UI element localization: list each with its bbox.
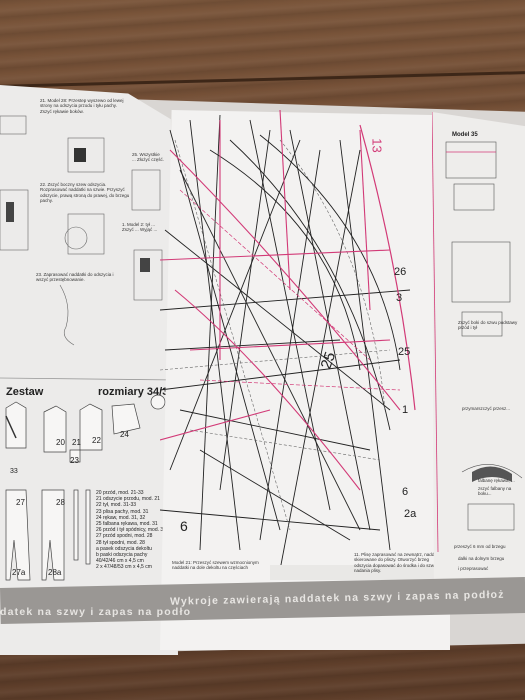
instruction-1: 1. Model 2: tył ... Zszyć ... Wyjąć ... bbox=[122, 222, 158, 233]
instruction-25: 25. Wszystkie ... Złożyć część. bbox=[132, 152, 165, 163]
part-number: 21 bbox=[72, 438, 81, 447]
legend-item: 22 tył, mod. 31-33 bbox=[96, 502, 137, 509]
part-sketch bbox=[85, 489, 91, 565]
instruction-thumb bbox=[451, 241, 511, 303]
right-note: i przeprasować bbox=[458, 566, 489, 571]
piece-number: 6 bbox=[180, 518, 188, 534]
legend-item: a pasek odszycia dekoltu bbox=[96, 545, 152, 552]
legend-item: 20 przód, mod. 21-33 bbox=[96, 490, 144, 496]
instruction-11: 11. Plisę zaprasować na zewnątrz, naddat… bbox=[354, 552, 442, 574]
model-label: Model 35 bbox=[452, 132, 478, 138]
part-sketch bbox=[150, 394, 166, 410]
pattern-sheet bbox=[160, 110, 450, 650]
part-sketch bbox=[73, 489, 79, 561]
part-sketch bbox=[5, 489, 31, 581]
part-sketch bbox=[43, 405, 67, 453]
part-sketch bbox=[69, 449, 81, 463]
part-number: 27a bbox=[12, 568, 26, 577]
instruction-thumb bbox=[59, 284, 75, 346]
legend-item: b paski odszycia pachy bbox=[96, 552, 148, 559]
piece-number: 1 bbox=[402, 404, 409, 416]
right-note: przeszyć 6 mm od brzegu bbox=[454, 544, 506, 549]
part-number: 33 bbox=[10, 468, 18, 475]
legend-item: 27 przód spodni, mod. 28 bbox=[96, 533, 153, 540]
right-note: dalki na dolnym brzegu bbox=[458, 556, 505, 561]
part-number: 22 bbox=[92, 436, 101, 445]
legend-item: 40/42/46 cm x 4,5 cm bbox=[96, 558, 144, 565]
parts-legend: 20 przód, mod. 21-33 21 odszycie przodu,… bbox=[96, 490, 174, 571]
band-text-left: datek na szwy i zapas na podło bbox=[0, 606, 192, 618]
legend-item: 25 falbana rękawa, mod. 31 bbox=[96, 521, 158, 528]
instruction-thumb bbox=[131, 169, 161, 211]
instruction-thumb bbox=[461, 311, 503, 337]
piece-number: 6 bbox=[402, 486, 409, 498]
part-number: 27 bbox=[16, 498, 25, 507]
piece-number: 3 bbox=[396, 292, 403, 304]
legend-item: 24 rękaw, mod. 31, 32 bbox=[96, 514, 146, 521]
piece-number: 25 bbox=[398, 346, 411, 358]
instruction-thumb bbox=[467, 503, 515, 531]
part-number: 24 bbox=[120, 430, 129, 439]
part-sketch bbox=[41, 489, 65, 581]
part-sketch bbox=[5, 401, 27, 449]
part-sketch bbox=[111, 403, 141, 435]
part-number: 28a bbox=[48, 568, 62, 577]
magazine-right-page bbox=[432, 112, 525, 582]
pattern-lines bbox=[160, 110, 450, 580]
instruction-thumb bbox=[67, 137, 105, 173]
instruction-thumb bbox=[453, 183, 495, 211]
instruction-thumb bbox=[461, 463, 523, 479]
instruction-thumb bbox=[64, 226, 88, 250]
part-number: 28 bbox=[56, 498, 65, 507]
right-note: zszyć falbany na boku... bbox=[478, 486, 512, 497]
instruction-thumb bbox=[133, 249, 163, 301]
set-heading: Zestaw bbox=[6, 386, 44, 398]
piece-number: 2a bbox=[404, 508, 417, 520]
piece-number: 26 bbox=[394, 266, 407, 278]
legend-item: 23 plisa pachy, mod. 31 bbox=[96, 508, 149, 515]
legend-item: 28 tył spodni, mod. 28 bbox=[96, 539, 145, 546]
right-note: Zszyć boki do szwu podstawy przód i tył bbox=[458, 320, 518, 331]
instruction-thumb bbox=[0, 189, 29, 251]
instruction-22: 22. Zszyć boczny szew odszycia. Rozpraso… bbox=[40, 182, 130, 204]
right-page-illustrations bbox=[432, 112, 523, 553]
legend-item: 21 odszycie przodu, mod. 21 bbox=[96, 496, 160, 503]
legend-item: 26 przód i tył spódnicy, mod. 33 bbox=[96, 527, 166, 534]
model-note: Model 21: Przeszyć szewem wzmocnionym na… bbox=[172, 560, 259, 571]
left-page-illustrations bbox=[0, 115, 179, 581]
instruction-23: 23. Zaprasować naddatki do odszycia i ws… bbox=[36, 272, 114, 283]
part-number: 23 bbox=[70, 456, 79, 465]
part-number: 20 bbox=[56, 438, 65, 447]
instruction-thumb bbox=[445, 141, 497, 179]
instruction-thumb bbox=[67, 213, 105, 255]
right-note: przymarszczyć przesz... bbox=[462, 406, 511, 411]
right-note: falbanę rękawa, ... bbox=[478, 478, 515, 483]
piece-number: 13 bbox=[369, 138, 385, 153]
instruction-21: 21. Model 28: Przestep wyszewo od lewej … bbox=[40, 98, 124, 114]
part-sketch bbox=[79, 403, 103, 451]
legend-item: 2 x 47/48/53 cm x 4,5 cm bbox=[96, 564, 152, 571]
instruction-thumb bbox=[0, 115, 27, 135]
